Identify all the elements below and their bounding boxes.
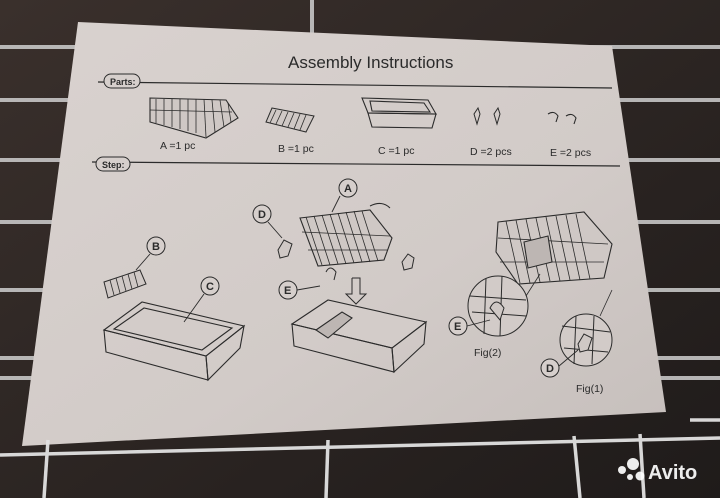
part-d-label: D =2 pcs	[470, 146, 512, 158]
callout-e2-letter: E	[454, 321, 461, 333]
fig1-label: Fig(1)	[576, 383, 603, 395]
step-divider	[91, 161, 621, 167]
step-header-badge: Step:	[95, 156, 131, 172]
parts-header-label: Parts:	[110, 77, 136, 87]
part-e-hook-illustration	[547, 111, 577, 125]
callout-d2: D	[540, 349, 579, 378]
step2-rotate-arrow	[369, 202, 391, 209]
callout-c: C	[183, 276, 220, 323]
part-c-tray-illustration	[361, 97, 437, 129]
fig2-label: Fig(2)	[474, 347, 501, 359]
callout-e-letter: E	[284, 285, 291, 297]
callout-b: B	[135, 236, 166, 271]
parts-divider	[97, 81, 613, 89]
part-c-label: C =1 pc	[378, 145, 414, 157]
callout-a: A	[331, 178, 358, 213]
page-title: Assembly Instructions	[288, 53, 453, 72]
step2-clip-illustration	[277, 239, 415, 271]
part-d-clip-illustration	[473, 106, 501, 126]
part-b-label: B =1 pc	[278, 143, 314, 155]
part-a-cage-illustration	[149, 97, 239, 139]
part-a-label: A =1 pc	[160, 140, 195, 152]
callout-d: D	[252, 204, 283, 239]
step3-cage-illustration	[495, 211, 613, 285]
cage-wires-front	[0, 418, 720, 498]
part-b-ramp-illustration	[265, 107, 315, 133]
step2-hook	[325, 267, 337, 281]
callout-d-letter: D	[258, 209, 266, 221]
callout-a-letter: A	[344, 183, 352, 195]
callout-e2: E	[448, 316, 491, 336]
step2-cage-illustration	[299, 209, 393, 267]
step2-down-arrow	[344, 277, 368, 305]
avito-logo-icon	[618, 458, 645, 481]
sheet-content: Assembly Instructions Parts: A =1 pc	[91, 53, 621, 395]
step-header-label: Step:	[102, 160, 125, 170]
fig2-detail-circle	[467, 273, 541, 337]
callout-e: E	[278, 280, 321, 300]
step1-tray-illustration	[102, 301, 246, 382]
callout-b-letter: B	[152, 241, 160, 253]
part-e-label: E =2 pcs	[550, 147, 591, 159]
watermark-text: Avito	[648, 462, 697, 484]
fig1-detail-circle	[559, 289, 613, 367]
parts-header-badge: Parts:	[103, 73, 141, 89]
avito-watermark: Avito	[618, 458, 697, 484]
step1-ramp-illustration	[103, 269, 147, 299]
callout-d2-letter: D	[546, 363, 554, 375]
step2-tray-illustration	[290, 299, 428, 374]
callout-c-letter: C	[206, 281, 214, 293]
